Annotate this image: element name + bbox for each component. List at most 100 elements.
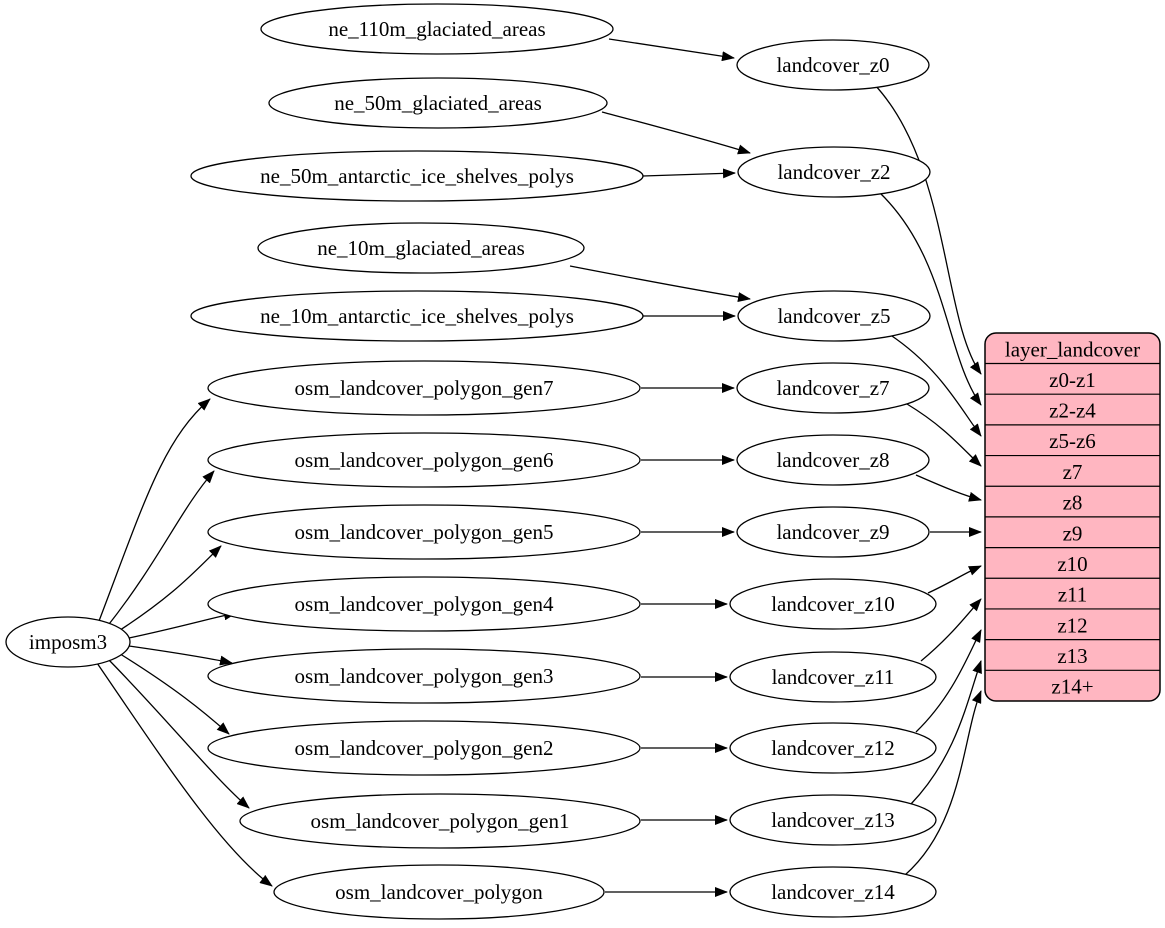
node-landcover_z2: landcover_z2 bbox=[737, 146, 931, 198]
edge-landcover_z7-to-layer_landcover-z7 bbox=[906, 403, 982, 467]
node-landcover_z11: landcover_z11 bbox=[729, 651, 937, 703]
node-shape-osm_landcover_polygon_gen1 bbox=[239, 793, 641, 849]
table-row-label-z10: z10 bbox=[1057, 552, 1087, 576]
node-shape-landcover_z14 bbox=[729, 866, 937, 918]
table-row-z2-z4: z2-z4 bbox=[985, 393, 1160, 423]
node-osm_landcover_polygon: osm_landcover_polygon bbox=[273, 864, 605, 920]
node-shape-landcover_z0 bbox=[736, 39, 930, 91]
edge-landcover_z5-to-layer_landcover-z5-z6 bbox=[888, 333, 982, 437]
node-osm_landcover_polygon_gen6: osm_landcover_polygon_gen6 bbox=[207, 432, 641, 488]
node-shape-landcover_z13 bbox=[729, 794, 937, 846]
node-shape-landcover_z10 bbox=[729, 578, 937, 630]
node-landcover_z13: landcover_z13 bbox=[729, 794, 937, 846]
node-label-landcover_z5: landcover_z5 bbox=[777, 304, 890, 328]
node-label-osm_landcover_polygon_gen2: osm_landcover_polygon_gen2 bbox=[295, 736, 554, 760]
node-shape-landcover_z12 bbox=[729, 722, 937, 774]
edge-landcover_z0-to-layer_landcover-z0-z1 bbox=[873, 83, 982, 375]
node-landcover_z9: landcover_z9 bbox=[736, 506, 930, 558]
edge-ne_50m_antarctic_ice_shelves_polys-to-landcover_z2 bbox=[642, 168, 736, 179]
edge-imposm3-to-osm_landcover_polygon_gen6 bbox=[105, 470, 215, 629]
table-row-z0-z1: z0-z1 bbox=[985, 362, 1160, 392]
table-row-z14+: z14+ bbox=[985, 669, 1160, 699]
node-shape-osm_landcover_polygon_gen2 bbox=[207, 720, 641, 776]
table-title: layer_landcover bbox=[1005, 337, 1140, 361]
node-label-landcover_z11: landcover_z11 bbox=[772, 665, 895, 689]
node-ne_50m_glaciated_areas: ne_50m_glaciated_areas bbox=[268, 77, 608, 129]
node-shape-osm_landcover_polygon_gen5 bbox=[207, 504, 641, 560]
node-shape-ne_110m_glaciated_areas bbox=[260, 3, 614, 55]
table-row-label-z14+: z14+ bbox=[1051, 675, 1093, 699]
node-landcover_z7: landcover_z7 bbox=[736, 362, 930, 414]
node-label-landcover_z10: landcover_z10 bbox=[771, 592, 895, 616]
node-osm_landcover_polygon_gen2: osm_landcover_polygon_gen2 bbox=[207, 720, 641, 776]
node-shape-landcover_z11 bbox=[729, 651, 937, 703]
node-osm_landcover_polygon_gen4: osm_landcover_polygon_gen4 bbox=[207, 576, 641, 632]
edge-imposm3-to-osm_landcover_polygon_gen1 bbox=[106, 657, 250, 809]
node-label-osm_landcover_polygon_gen4: osm_landcover_polygon_gen4 bbox=[295, 592, 554, 616]
node-ne_10m_glaciated_areas: ne_10m_glaciated_areas bbox=[257, 222, 585, 274]
node-label-landcover_z12: landcover_z12 bbox=[771, 736, 895, 760]
node-label-ne_10m_antarctic_ice_shelves_polys: ne_10m_antarctic_ice_shelves_polys bbox=[260, 304, 574, 328]
node-shape-osm_landcover_polygon_gen7 bbox=[207, 360, 641, 416]
node-label-osm_landcover_polygon_gen1: osm_landcover_polygon_gen1 bbox=[311, 809, 570, 833]
node-shape-osm_landcover_polygon bbox=[273, 864, 605, 920]
edge-imposm3-to-osm_landcover_polygon_gen4 bbox=[128, 610, 237, 639]
node-shape-ne_50m_glaciated_areas bbox=[268, 77, 608, 129]
node-osm_landcover_polygon_gen3: osm_landcover_polygon_gen3 bbox=[207, 648, 641, 704]
edge-imposm3-to-osm_landcover_polygon bbox=[96, 662, 273, 887]
node-shape-osm_landcover_polygon_gen3 bbox=[207, 648, 641, 704]
node-shape-landcover_z7 bbox=[736, 362, 930, 414]
node-label-ne_50m_glaciated_areas: ne_50m_glaciated_areas bbox=[334, 91, 542, 115]
node-landcover_z8: landcover_z8 bbox=[736, 434, 930, 486]
edge-landcover_z2-to-layer_landcover-z2-z4 bbox=[878, 191, 982, 406]
node-shape-imposm3 bbox=[5, 616, 131, 668]
table-row-label-z0-z1: z0-z1 bbox=[1049, 368, 1096, 392]
table-row-z7: z7 bbox=[985, 454, 1160, 484]
table-row-z5-z6: z5-z6 bbox=[985, 424, 1160, 453]
node-ne_50m_antarctic_ice_shelves_polys: ne_50m_antarctic_ice_shelves_polys bbox=[190, 150, 644, 202]
edge-ne_50m_glaciated_areas-to-landcover_z2 bbox=[601, 111, 751, 155]
node-osm_landcover_polygon_gen5: osm_landcover_polygon_gen5 bbox=[207, 504, 641, 560]
node-shape-osm_landcover_polygon_gen4 bbox=[207, 576, 641, 632]
table-row-label-z8: z8 bbox=[1063, 491, 1083, 515]
table-row-label-z2-z4: z2-z4 bbox=[1049, 399, 1096, 423]
edge-landcover_z8-to-layer_landcover-z8 bbox=[915, 474, 982, 502]
node-shape-osm_landcover_polygon_gen6 bbox=[207, 432, 641, 488]
node-label-imposm3: imposm3 bbox=[29, 630, 107, 654]
edge-imposm3-to-osm_landcover_polygon_gen5 bbox=[113, 545, 222, 635]
table-row-label-z11: z11 bbox=[1058, 583, 1088, 607]
node-imposm3: imposm3 bbox=[5, 616, 131, 668]
node-label-osm_landcover_polygon_gen7: osm_landcover_polygon_gen7 bbox=[295, 376, 554, 400]
node-shape-ne_10m_glaciated_areas bbox=[257, 222, 585, 274]
node-label-landcover_z9: landcover_z9 bbox=[776, 520, 889, 544]
table-row-label-z13: z13 bbox=[1057, 644, 1087, 668]
edge-imposm3-to-osm_landcover_polygon_gen7 bbox=[98, 398, 211, 622]
node-label-ne_50m_antarctic_ice_shelves_polys: ne_50m_antarctic_ice_shelves_polys bbox=[260, 164, 574, 188]
node-shape-landcover_z8 bbox=[736, 434, 930, 486]
edge-layer bbox=[96, 38, 982, 897]
table-row-z12: z12 bbox=[985, 608, 1160, 637]
node-label-landcover_z0: landcover_z0 bbox=[776, 53, 889, 77]
table-row-z13: z13 bbox=[985, 639, 1160, 668]
edge-landcover_z13-to-layer_landcover-z13 bbox=[910, 660, 982, 805]
node-label-osm_landcover_polygon_gen6: osm_landcover_polygon_gen6 bbox=[295, 448, 554, 472]
edge-ne_110m_glaciated_areas-to-landcover_z0 bbox=[608, 38, 735, 62]
node-landcover_z10: landcover_z10 bbox=[729, 578, 937, 630]
node-label-ne_10m_glaciated_areas: ne_10m_glaciated_areas bbox=[317, 236, 525, 260]
edge-imposm3-to-osm_landcover_polygon_gen2 bbox=[116, 651, 230, 735]
node-osm_landcover_polygon_gen1: osm_landcover_polygon_gen1 bbox=[239, 793, 641, 849]
edge-landcover_z14-to-layer_landcover-z14+ bbox=[904, 690, 982, 876]
node-ne_10m_antarctic_ice_shelves_polys: ne_10m_antarctic_ice_shelves_polys bbox=[190, 290, 644, 342]
node-landcover_z14: landcover_z14 bbox=[729, 866, 937, 918]
edge-landcover_z11-to-layer_landcover-z11 bbox=[920, 598, 982, 662]
node-landcover_z12: landcover_z12 bbox=[729, 722, 937, 774]
table-row-label-z12: z12 bbox=[1057, 613, 1087, 637]
table-row-label-z5-z6: z5-z6 bbox=[1049, 429, 1096, 453]
node-label-osm_landcover_polygon_gen3: osm_landcover_polygon_gen3 bbox=[295, 664, 554, 688]
node-label-ne_110m_glaciated_areas: ne_110m_glaciated_areas bbox=[328, 17, 545, 41]
edge-landcover_z10-to-layer_landcover-z10 bbox=[927, 565, 982, 594]
table-row-z11: z11 bbox=[985, 577, 1160, 607]
edge-ne_10m_glaciated_areas-to-landcover_z5 bbox=[569, 265, 751, 302]
table-row-label-z7: z7 bbox=[1063, 460, 1083, 484]
